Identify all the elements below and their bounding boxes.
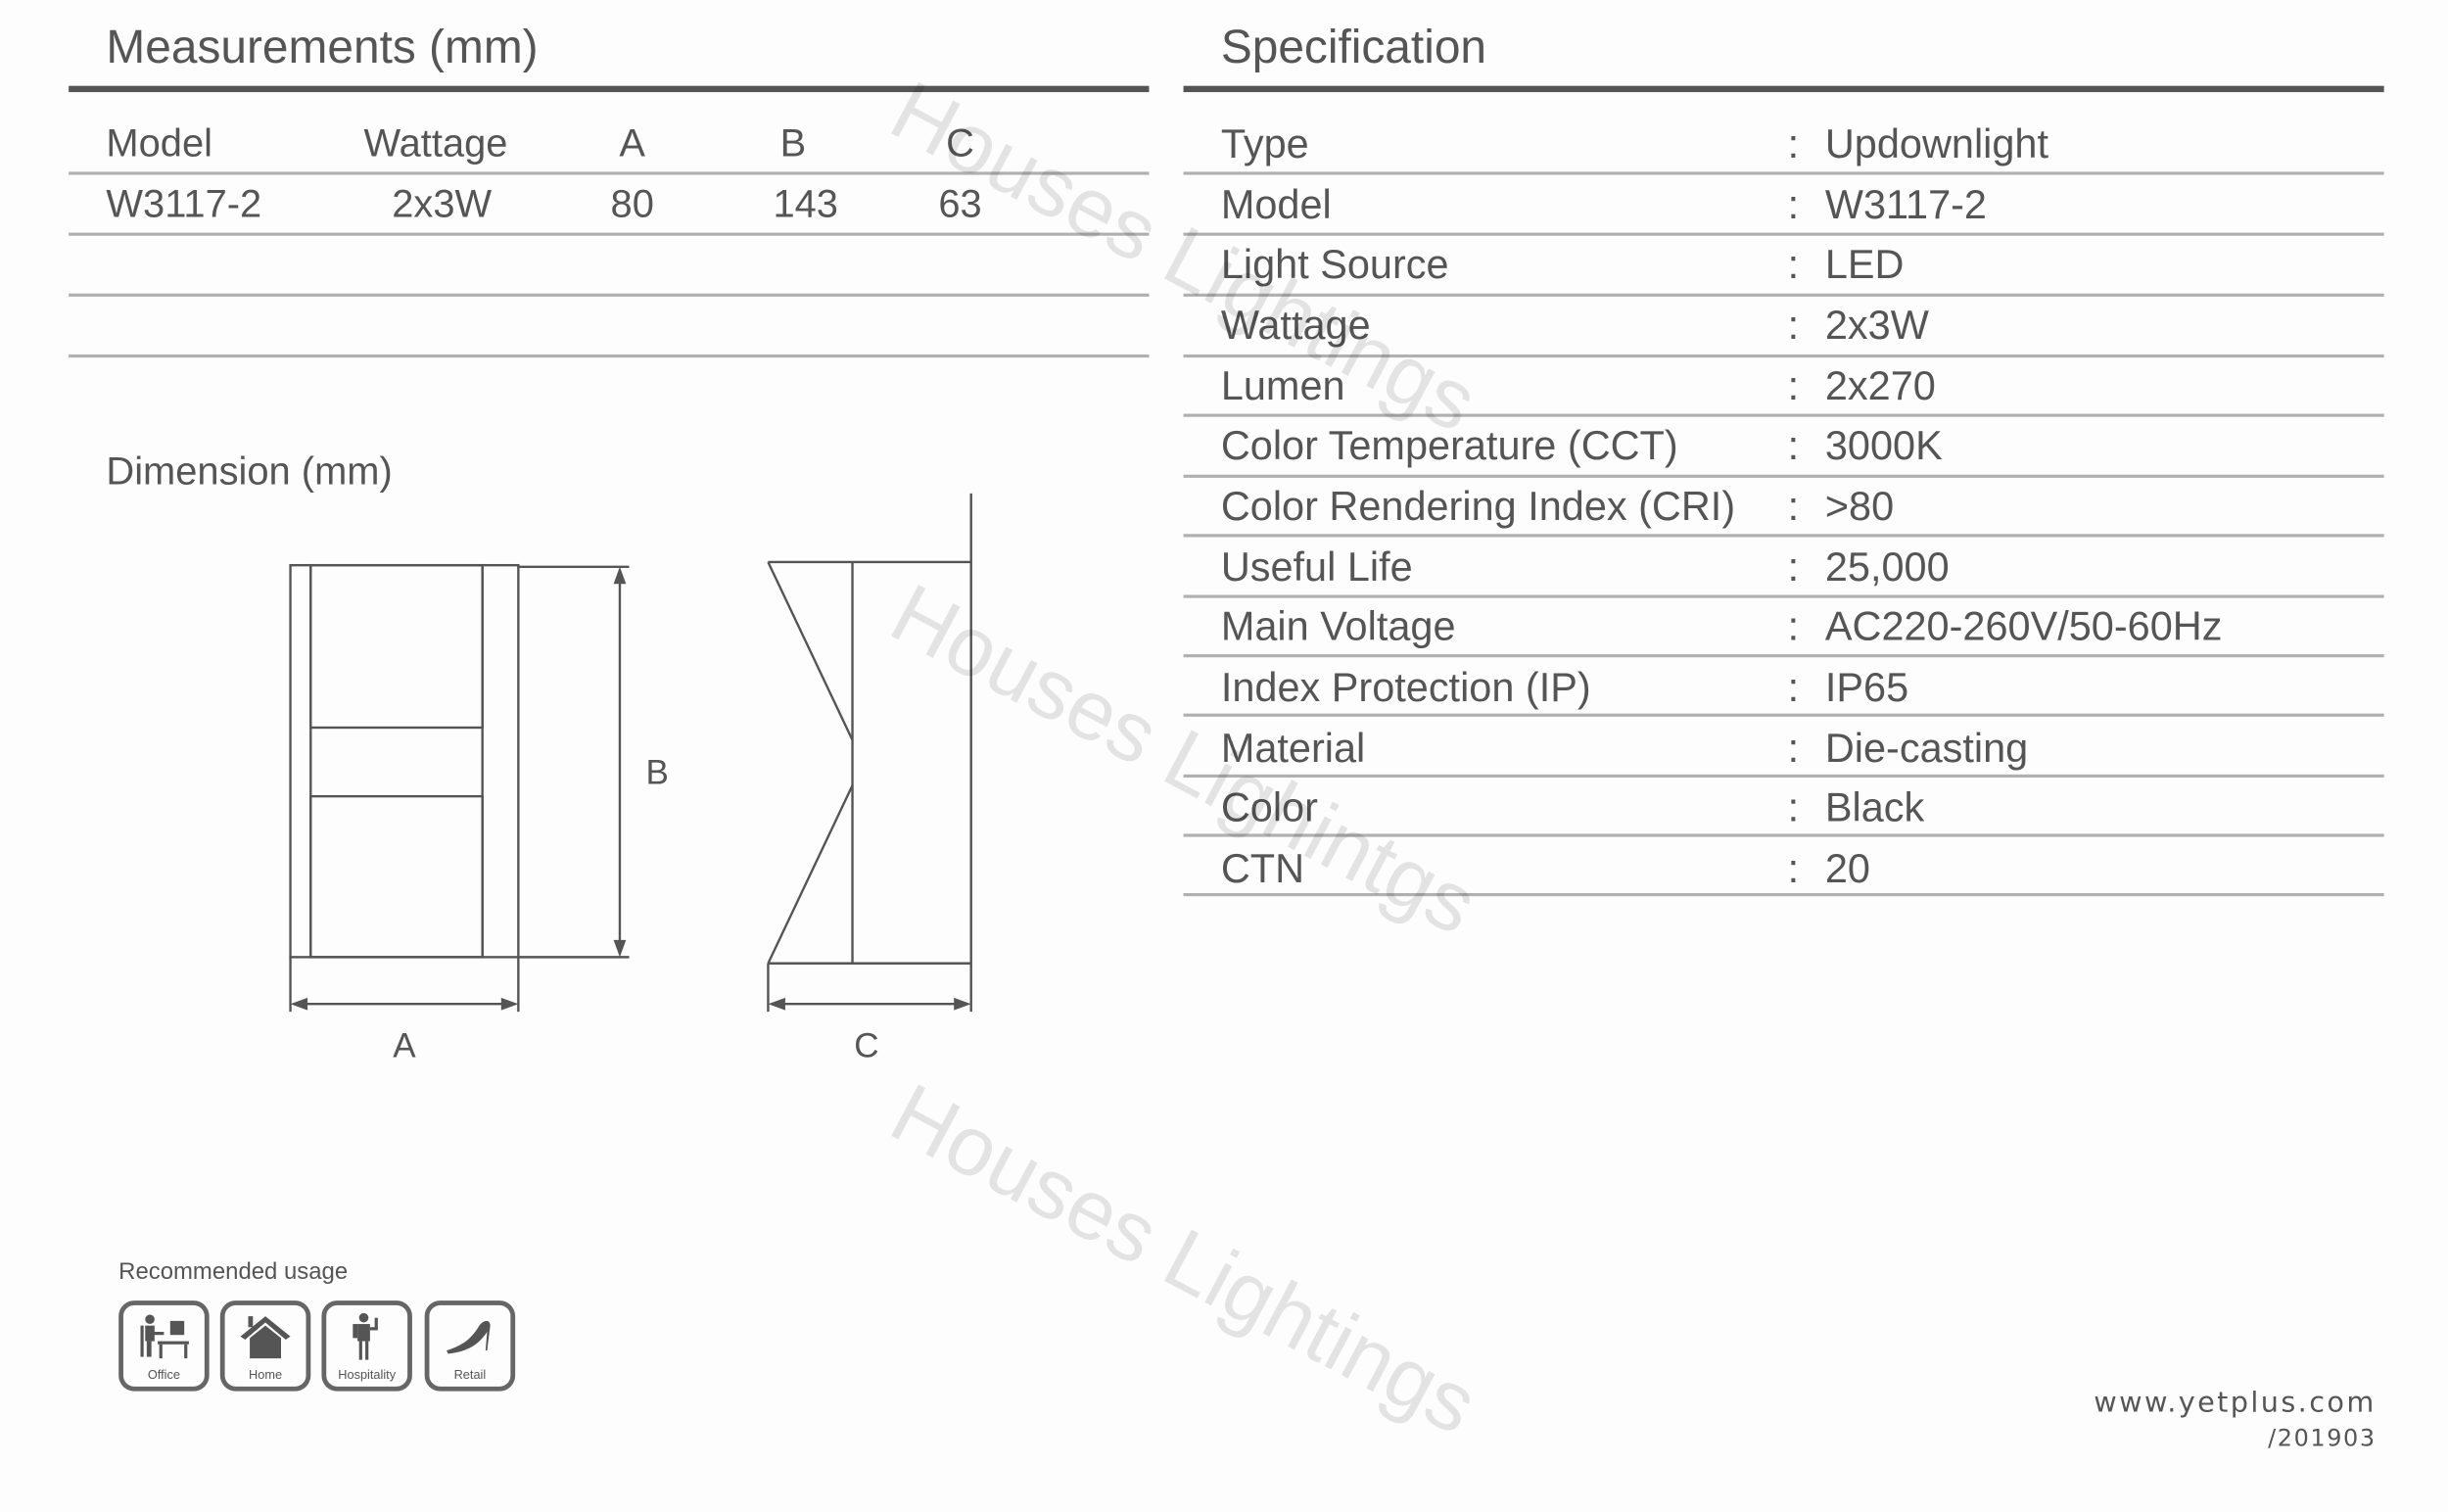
front-view-outline: [289, 563, 520, 959]
cell-wattage: 2x3W: [392, 182, 493, 227]
spec-value: AC220-260V/50-60Hz: [1824, 602, 2223, 650]
spec-separator: :: [1787, 180, 1800, 228]
cell-a: 80: [610, 182, 654, 227]
spec-separator: :: [1787, 301, 1800, 349]
header-wattage: Wattage: [363, 121, 508, 166]
usage-title: Recommended usage: [118, 1258, 349, 1286]
lower-window: [309, 794, 484, 959]
spec-value: 3000K: [1824, 421, 1943, 469]
divider: [1183, 354, 2384, 358]
house-icon: [240, 1316, 291, 1359]
spec-label: Lumen: [1220, 361, 1345, 409]
spec-value: Updownlight: [1824, 119, 2049, 167]
divider: [1183, 293, 2384, 297]
divider: [1183, 594, 2384, 598]
header-c: C: [946, 121, 974, 166]
divider: [69, 354, 1150, 358]
spec-separator: :: [1787, 602, 1800, 650]
spec-label: Color: [1220, 783, 1318, 831]
spec-label: Color Rendering Index (CRI): [1220, 482, 1736, 530]
spec-separator: :: [1787, 543, 1800, 591]
spec-label: Wattage: [1220, 301, 1371, 349]
spec-separator: :: [1787, 421, 1800, 469]
divider: [1183, 474, 2384, 478]
spec-separator: :: [1787, 844, 1800, 892]
spec-value: Black: [1824, 783, 1925, 831]
office-worker-icon: [140, 1314, 189, 1359]
spec-value: 25,000: [1824, 543, 1950, 591]
spec-separator: :: [1787, 783, 1800, 831]
cell-c: 63: [938, 182, 982, 227]
spec-value: >80: [1824, 482, 1895, 530]
divider: [1183, 232, 2384, 236]
spec-separator: :: [1787, 240, 1800, 288]
divider: [1183, 833, 2384, 837]
label-c: C: [854, 1025, 879, 1065]
spec-value: Die-casting: [1824, 724, 2029, 772]
spec-value: 2x3W: [1824, 301, 1929, 349]
cell-b: 143: [773, 182, 838, 227]
usage-hospitality: Hospitality: [321, 1300, 412, 1392]
spec-separator: :: [1787, 663, 1800, 711]
divider: [1183, 713, 2384, 717]
divider: [69, 232, 1150, 236]
usage-home: Home: [219, 1300, 311, 1392]
dimension-title: Dimension (mm): [106, 449, 393, 494]
divider: [69, 171, 1150, 175]
label-a: A: [393, 1025, 416, 1065]
header-model: Model: [106, 121, 212, 166]
label-b: B: [645, 752, 669, 792]
spec-separator: :: [1787, 361, 1800, 409]
divider: [1183, 413, 2384, 417]
usage-label: Hospitality: [338, 1367, 397, 1383]
divider: [1183, 85, 2384, 93]
spec-label: Model: [1220, 180, 1332, 228]
website: www.yetplus.com: [2094, 1386, 2377, 1420]
divider: [1183, 171, 2384, 175]
divider: [1183, 534, 2384, 538]
watermark: Houses Lightings: [876, 1065, 1492, 1453]
spec-label: Material: [1220, 724, 1366, 772]
usage-label: Home: [249, 1367, 283, 1383]
spec-separator: :: [1787, 724, 1800, 772]
divider: [1183, 892, 2384, 897]
header-a: A: [619, 121, 646, 166]
spec-value: IP65: [1824, 663, 1909, 711]
divider: [69, 85, 1150, 93]
divider: [1183, 774, 2384, 779]
header-b: B: [779, 121, 807, 166]
usage-label: Retail: [453, 1367, 487, 1383]
spec-separator: :: [1787, 119, 1800, 167]
usage-retail: Retail: [424, 1300, 516, 1392]
spec-label: Color Temperature (CCT): [1220, 421, 1678, 469]
document-code: /201903: [2268, 1424, 2377, 1452]
measurements-title: Measurements (mm): [106, 22, 539, 73]
divider: [69, 293, 1150, 297]
usage-office: Office: [118, 1300, 210, 1392]
spec-label: Useful Life: [1220, 543, 1413, 591]
spec-label: Index Protection (IP): [1220, 663, 1591, 711]
usage-label: Office: [147, 1367, 180, 1383]
spec-value: 20: [1824, 844, 1870, 892]
dimension-drawing: [289, 493, 972, 1013]
spec-label: Type: [1220, 119, 1309, 167]
spec-label: Light Source: [1220, 240, 1449, 288]
waiter-icon: [353, 1312, 378, 1360]
upper-window: [309, 563, 484, 730]
spec-label: Main Voltage: [1220, 602, 1456, 650]
spec-value: W3117-2: [1824, 180, 1987, 228]
high-heel-icon: [446, 1320, 491, 1354]
cell-model: W3117-2: [106, 182, 262, 227]
divider: [1183, 654, 2384, 658]
spec-separator: :: [1787, 482, 1800, 530]
spec-label: CTN: [1220, 844, 1305, 892]
spec-value: LED: [1824, 240, 1905, 288]
specification-title: Specification: [1220, 22, 1487, 73]
spec-value: 2x270: [1824, 361, 1936, 409]
